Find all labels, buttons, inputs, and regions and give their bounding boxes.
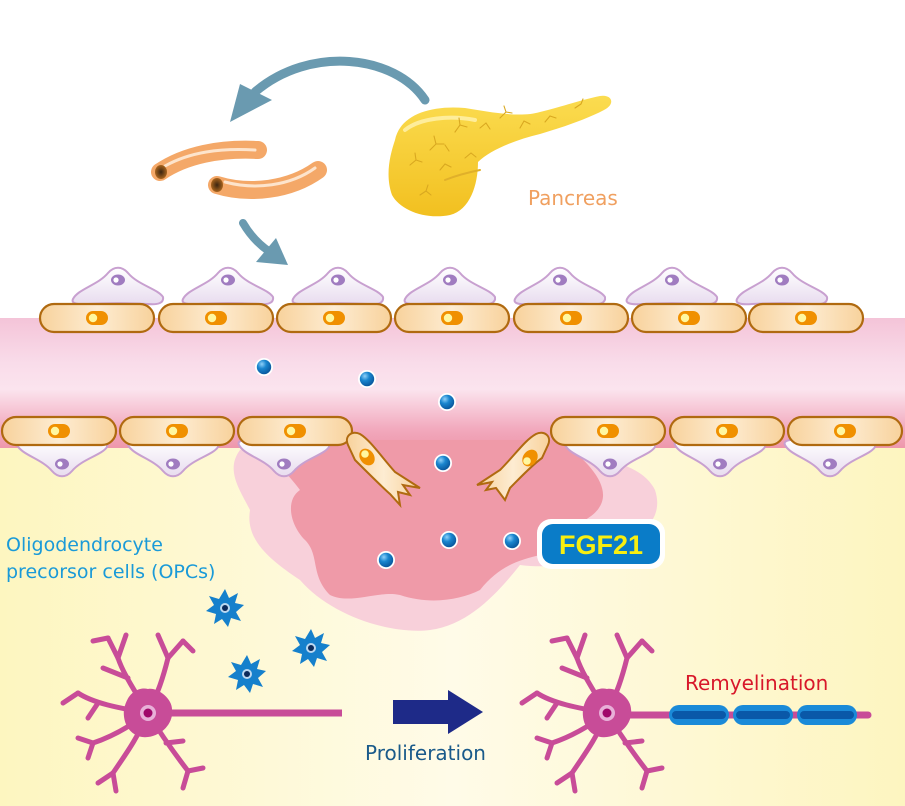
endothelial-cell	[393, 302, 511, 334]
endothelial-cell	[668, 415, 786, 447]
endothelial-cell	[786, 415, 904, 447]
pericyte	[181, 266, 275, 306]
proliferation-arrow	[393, 690, 483, 734]
pericyte	[291, 266, 385, 306]
endothelial-cell	[157, 302, 275, 334]
endothelial-cell	[747, 302, 865, 334]
pericyte	[71, 266, 165, 306]
remyelination-label: Remyelination	[685, 671, 828, 695]
detached-endothelial-cell-right	[476, 431, 550, 502]
upper-pericytes	[71, 266, 829, 306]
neuron-unmyelinated	[63, 635, 342, 791]
endothelial-cell	[118, 415, 236, 447]
flow-arrow-vessel-to-wall	[239, 219, 288, 265]
endothelial-cell	[236, 415, 354, 447]
pericyte	[513, 266, 607, 306]
myelin-segment	[797, 705, 857, 725]
myelin-segment	[669, 705, 729, 725]
endothelial-cell	[549, 415, 667, 447]
endothelial-cell	[630, 302, 748, 334]
blood-vessel-tube-1	[151, 140, 267, 181]
endothelial-cell	[275, 302, 393, 334]
pericyte	[403, 266, 497, 306]
pericyte	[735, 266, 829, 306]
endothelial-cell	[512, 302, 630, 334]
endothelial-cell	[0, 415, 118, 447]
flow-arrow-pancreas-to-vessel	[230, 56, 430, 122]
proliferation-label: Proliferation	[365, 741, 486, 765]
pancreas-label: Pancreas	[528, 186, 618, 210]
pericyte	[625, 266, 719, 306]
pancreas-organ	[388, 95, 612, 217]
opcs-label-line2: precorsor cells (OPCs)	[6, 561, 215, 583]
lesion-core	[274, 440, 604, 601]
detached-endothelial-cell-left	[346, 431, 421, 509]
opcs-label-line1: Oligodendrocyte	[6, 534, 163, 556]
fgf21-molecule	[358, 370, 376, 388]
fgf21-molecule	[434, 454, 452, 472]
fgf21-molecule	[438, 393, 456, 411]
myelin-sheaths	[669, 705, 857, 725]
fgf21-molecule	[255, 358, 273, 376]
fgf21-badge: FGF21	[537, 519, 665, 569]
fgf21-molecule	[377, 551, 395, 569]
blood-vessel-tube-2	[208, 161, 327, 199]
upper-endothelial-layer	[38, 302, 865, 334]
myelin-segment	[733, 705, 793, 725]
endothelial-cell	[38, 302, 156, 334]
fgf21-molecule	[503, 532, 521, 550]
neuron-remyelinated	[522, 635, 872, 791]
fgf21-label: FGF21	[559, 530, 643, 560]
fgf21-molecule	[440, 531, 458, 549]
